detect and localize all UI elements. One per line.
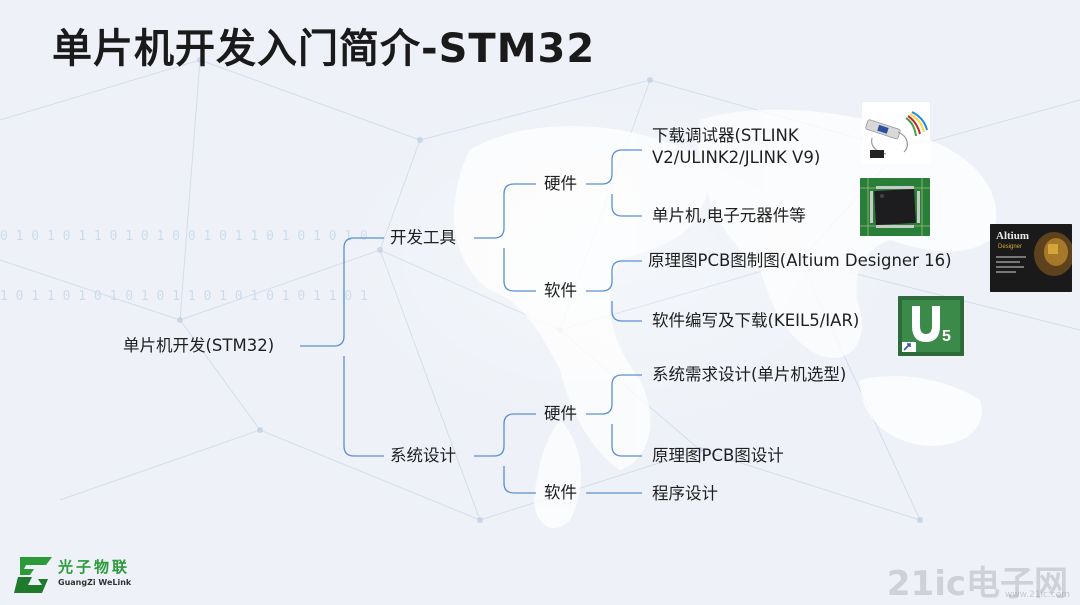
leaf-debugger: 下载调试器(STLINK V2/ULINK2/JLINK V9)	[652, 126, 821, 167]
leaf-schematic-tool: 原理图PCB图制图(Altium Designer 16)	[648, 251, 952, 270]
brand-name: 光子物联	[58, 558, 131, 576]
design-hardware-node: 硬件	[544, 404, 577, 423]
leaf-ide: 软件编写及下载(KEIL5/IAR)	[652, 311, 860, 330]
leaf-schematic-design: 原理图PCB图设计	[652, 446, 784, 465]
guangzi-logo-icon	[14, 557, 52, 593]
brand-subtitle: GuangZi WeLink	[58, 578, 132, 587]
altium-brand-text: Altium	[996, 230, 1029, 242]
altium-sub-text: Designer	[998, 244, 1023, 250]
tools-hardware-node: 硬件	[544, 174, 577, 193]
keil-version-mark: 5	[942, 328, 951, 345]
mcu-chip-thumbnail	[860, 178, 930, 236]
page-title: 单片机开发入门简介-STM32	[52, 26, 596, 72]
branch-dev-tools: 开发工具	[390, 228, 456, 247]
tools-software-node: 软件	[544, 281, 577, 300]
keil-mdk-icon: 5	[898, 296, 964, 356]
watermark-main: 21ic电子网	[886, 564, 1068, 604]
branch-system-design: 系统设计	[390, 446, 456, 465]
altium-designer-thumbnail: Altium Designer	[990, 224, 1072, 292]
design-software-node: 软件	[544, 483, 577, 502]
leaf-requirements: 系统需求设计(单片机选型)	[652, 365, 847, 384]
leaf-program-design: 程序设计	[652, 484, 718, 503]
debugger-thumbnail	[862, 102, 930, 164]
leaf-mcu-components: 单片机,电子元器件等	[652, 206, 806, 225]
root-node: 单片机开发(STM32)	[123, 336, 275, 355]
svg-text:0 1 0 1 0 1 1 0 1 0 1 0 0 1 0: 0 1 0 1 0 1 1 0 1 0 1 0 0 1 0 1 1 0 1 0 …	[0, 229, 368, 244]
svg-text:1 0 1 1 0 1 0 1 0 1 0 1 1 0 1: 1 0 1 1 0 1 0 1 0 1 0 1 1 0 1 0 1 0 1 0 …	[0, 289, 368, 304]
watermark-url: www.21ic.com	[1004, 590, 1070, 600]
